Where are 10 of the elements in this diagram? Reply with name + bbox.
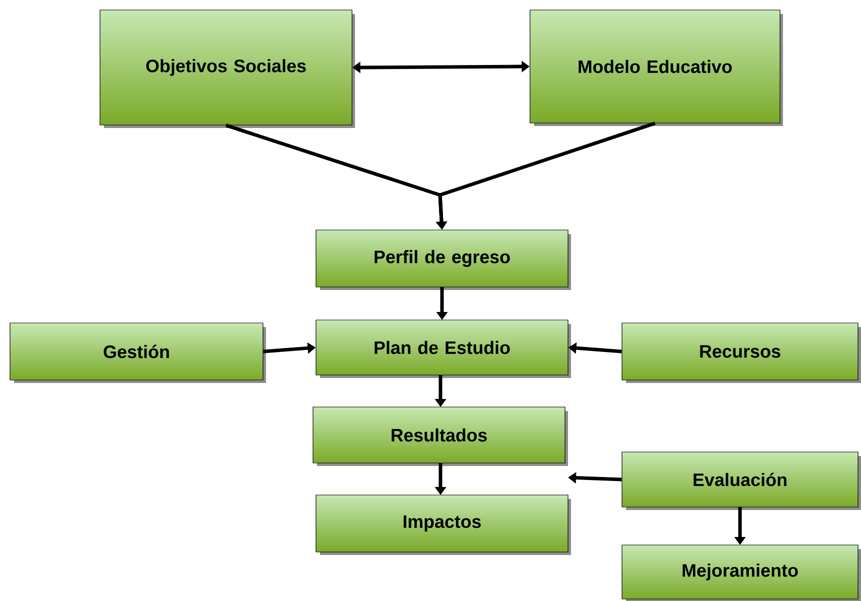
process-box: Perfil de egreso — [316, 230, 571, 290]
process-box: Evaluación — [622, 452, 861, 510]
process-box: Resultados — [312, 406, 568, 466]
process-box: Recursos — [622, 322, 861, 383]
process-box: Modelo Educativo — [530, 10, 783, 126]
process-box: Objetivos Sociales — [100, 10, 355, 128]
process-box: Gestión — [10, 322, 266, 383]
process-box: Impactos — [316, 494, 571, 555]
process-box: Mejoramiento — [622, 544, 861, 601]
process-box: Plan de Estudio — [316, 320, 571, 378]
